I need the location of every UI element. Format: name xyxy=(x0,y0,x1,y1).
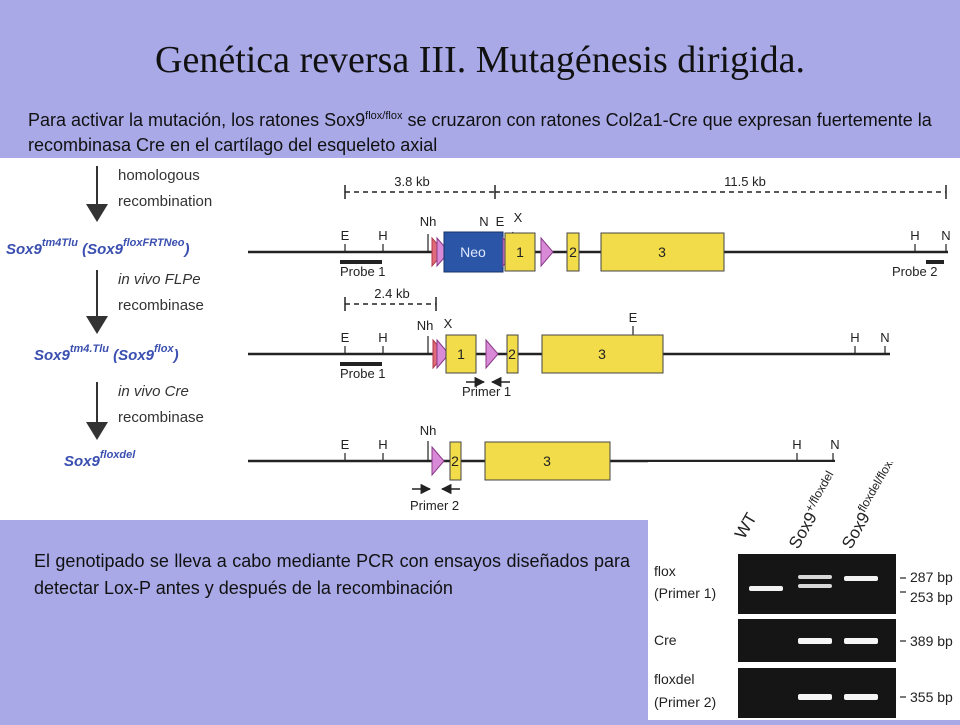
site-Nh-1: Nh xyxy=(420,214,437,229)
distance-bracket-2-4kb xyxy=(344,297,437,311)
pcr-gel-svg: WT Sox9+/floxdel Sox9floxdel/floxdel flo… xyxy=(654,444,953,718)
step3-line2: recombinase xyxy=(118,409,204,426)
site-H-2b: H xyxy=(850,330,859,345)
exon-3-floxdel xyxy=(484,441,611,481)
site-N-1b: N xyxy=(941,228,950,243)
site-N-3: N xyxy=(830,437,839,452)
allele-label-1: Sox9tm4Tlu (Sox9floxFRTNeo) xyxy=(6,237,189,258)
band-het-253 xyxy=(798,584,832,588)
exon-3-floxdel-label: 3 xyxy=(543,453,551,469)
loxp-site-5 xyxy=(431,445,445,477)
loxp-site-2 xyxy=(540,236,554,268)
site-Nh-3: Nh xyxy=(420,423,437,438)
gel-row1-label: flox xyxy=(654,563,676,579)
allele-label-2: Sox9tm4.Tlu (Sox9flox) xyxy=(34,343,179,364)
exon-1 xyxy=(504,232,536,272)
lane-header-hom: Sox9floxdel/floxdel xyxy=(835,462,910,552)
intro-part1: Para activar la mutación, los ratones So… xyxy=(28,110,366,130)
band-het-287 xyxy=(798,575,832,579)
site-E-1b: E xyxy=(496,214,505,229)
step2-line2: recombinase xyxy=(118,297,204,314)
exon-2-flox xyxy=(506,334,519,374)
exon-3-label: 3 xyxy=(658,244,666,260)
site-H-1: H xyxy=(378,228,387,243)
lane-header-wt: WT xyxy=(731,510,761,542)
probe2-label: Probe 2 xyxy=(892,264,938,279)
targeting-diagram: homologous recombination in vivo FLPe re… xyxy=(0,158,960,520)
primer2-label: Primer 2 xyxy=(410,498,459,513)
neo-cassette xyxy=(443,231,504,273)
site-E-1: E xyxy=(341,228,350,243)
step1-line2: recombination xyxy=(118,193,212,210)
loxp-site-4 xyxy=(485,338,499,370)
site-H-3: H xyxy=(378,437,387,452)
size-389bp: 389 bp xyxy=(910,633,953,649)
allele-label-3: Sox9floxdel xyxy=(64,449,136,470)
site-Nh-2: Nh xyxy=(417,318,434,333)
band-wt-253 xyxy=(749,586,783,591)
size-253bp: 253 bp xyxy=(910,589,953,605)
neo-label: Neo xyxy=(460,244,486,260)
exon-2-label: 2 xyxy=(569,244,577,260)
site-E-3: E xyxy=(341,437,350,452)
band-hom-355 xyxy=(844,694,878,700)
site-N-1: N xyxy=(479,214,488,229)
band-het-355 xyxy=(798,694,832,700)
exon-3-flox xyxy=(541,334,664,374)
probe1-label: Probe 1 xyxy=(340,264,386,279)
frt-site-3 xyxy=(436,338,450,370)
exon-1-flox-label: 1 xyxy=(457,346,465,362)
exon-1-label: 1 xyxy=(516,244,524,260)
band-hom-389 xyxy=(844,638,878,644)
page-title: Genética reversa III. Mutagénesis dirigi… xyxy=(155,39,805,81)
genotyping-caption: El genotipado se lleva a cabo mediante P… xyxy=(34,551,630,598)
intro-text: Para activar la mutación, los ratones So… xyxy=(28,104,948,158)
band-hom-287 xyxy=(844,576,878,581)
size-287bp: 287 bp xyxy=(910,569,953,585)
distance-label-2-4kb: 2.4 kb xyxy=(374,286,409,301)
band-het-389 xyxy=(798,638,832,644)
flow-arrow-2 xyxy=(86,270,108,334)
site-X-2: X xyxy=(444,316,453,331)
step2-line1: in vivo FLPe xyxy=(118,271,201,288)
exon-2 xyxy=(566,232,580,272)
targeting-diagram-svg: homologous recombination in vivo FLPe re… xyxy=(6,166,951,513)
step1-line1: homologous xyxy=(118,167,200,184)
probe1-label-2: Probe 1 xyxy=(340,366,386,381)
site-N-2: N xyxy=(880,330,889,345)
flow-arrow-3 xyxy=(86,382,108,440)
site-E-2: E xyxy=(341,330,350,345)
gel-row3-label: floxdel xyxy=(654,671,694,687)
gel-row3-sublabel: (Primer 2) xyxy=(654,694,716,710)
exon-1-flox xyxy=(445,334,477,374)
flow-arrow-1 xyxy=(86,166,108,222)
site-H-1b: H xyxy=(910,228,919,243)
gel-row1-sublabel: (Primer 1) xyxy=(654,585,716,601)
intro-part2: se cruzaron con ratones Col2a1-Cre que e… xyxy=(28,110,932,155)
distance-label-11-5kb: 11.5 kb xyxy=(724,174,766,189)
exon-3-flox-label: 3 xyxy=(598,346,606,362)
step3-line1: in vivo Cre xyxy=(118,383,189,400)
site-H-2: H xyxy=(378,330,387,345)
site-X-1: X xyxy=(514,210,523,225)
size-355bp: 355 bp xyxy=(910,689,953,705)
gel-row2-label: Cre xyxy=(654,632,677,648)
site-E-2b: E xyxy=(629,310,638,325)
distance-label-3-8kb: 3.8 kb xyxy=(394,174,429,189)
frt-site xyxy=(436,236,450,268)
exon-2-floxdel-label: 2 xyxy=(451,453,459,469)
distance-bracket-11-5kb xyxy=(495,185,947,199)
site-H-3b: H xyxy=(792,437,801,452)
pcr-gel-panel: WT Sox9+/floxdel Sox9floxdel/floxdel flo… xyxy=(648,444,960,720)
primer1-label: Primer 1 xyxy=(462,384,511,399)
exon-2-floxdel xyxy=(449,441,462,481)
gel-image-floxdel xyxy=(738,668,896,718)
exon-3 xyxy=(600,232,725,272)
lane-header-het: Sox9+/floxdel xyxy=(782,468,843,552)
exon-2-flox-label: 2 xyxy=(508,346,516,362)
intro-superscript: flox/flox xyxy=(365,110,403,122)
